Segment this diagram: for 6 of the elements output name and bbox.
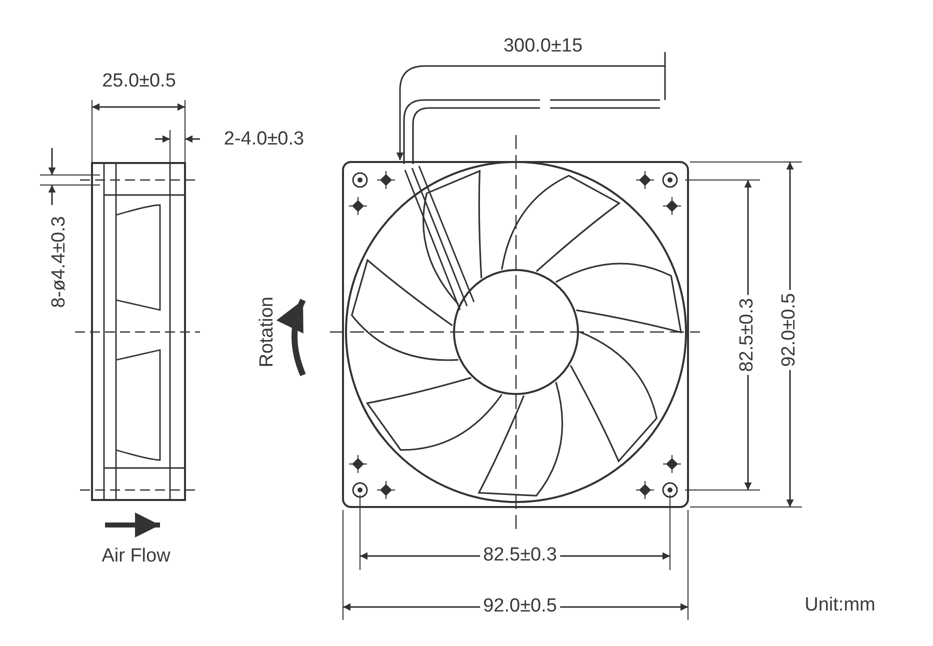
- dimension-label: 25.0±0.5: [101, 72, 177, 92]
- dimension-label: Air Flow: [100, 546, 172, 568]
- dimension-label: Rotation: [258, 296, 278, 370]
- dimension-label: 300.0±15: [502, 36, 584, 58]
- dimension-label: 2-4.0±0.3: [222, 130, 306, 150]
- dimension-label: Unit:mm: [804, 596, 876, 616]
